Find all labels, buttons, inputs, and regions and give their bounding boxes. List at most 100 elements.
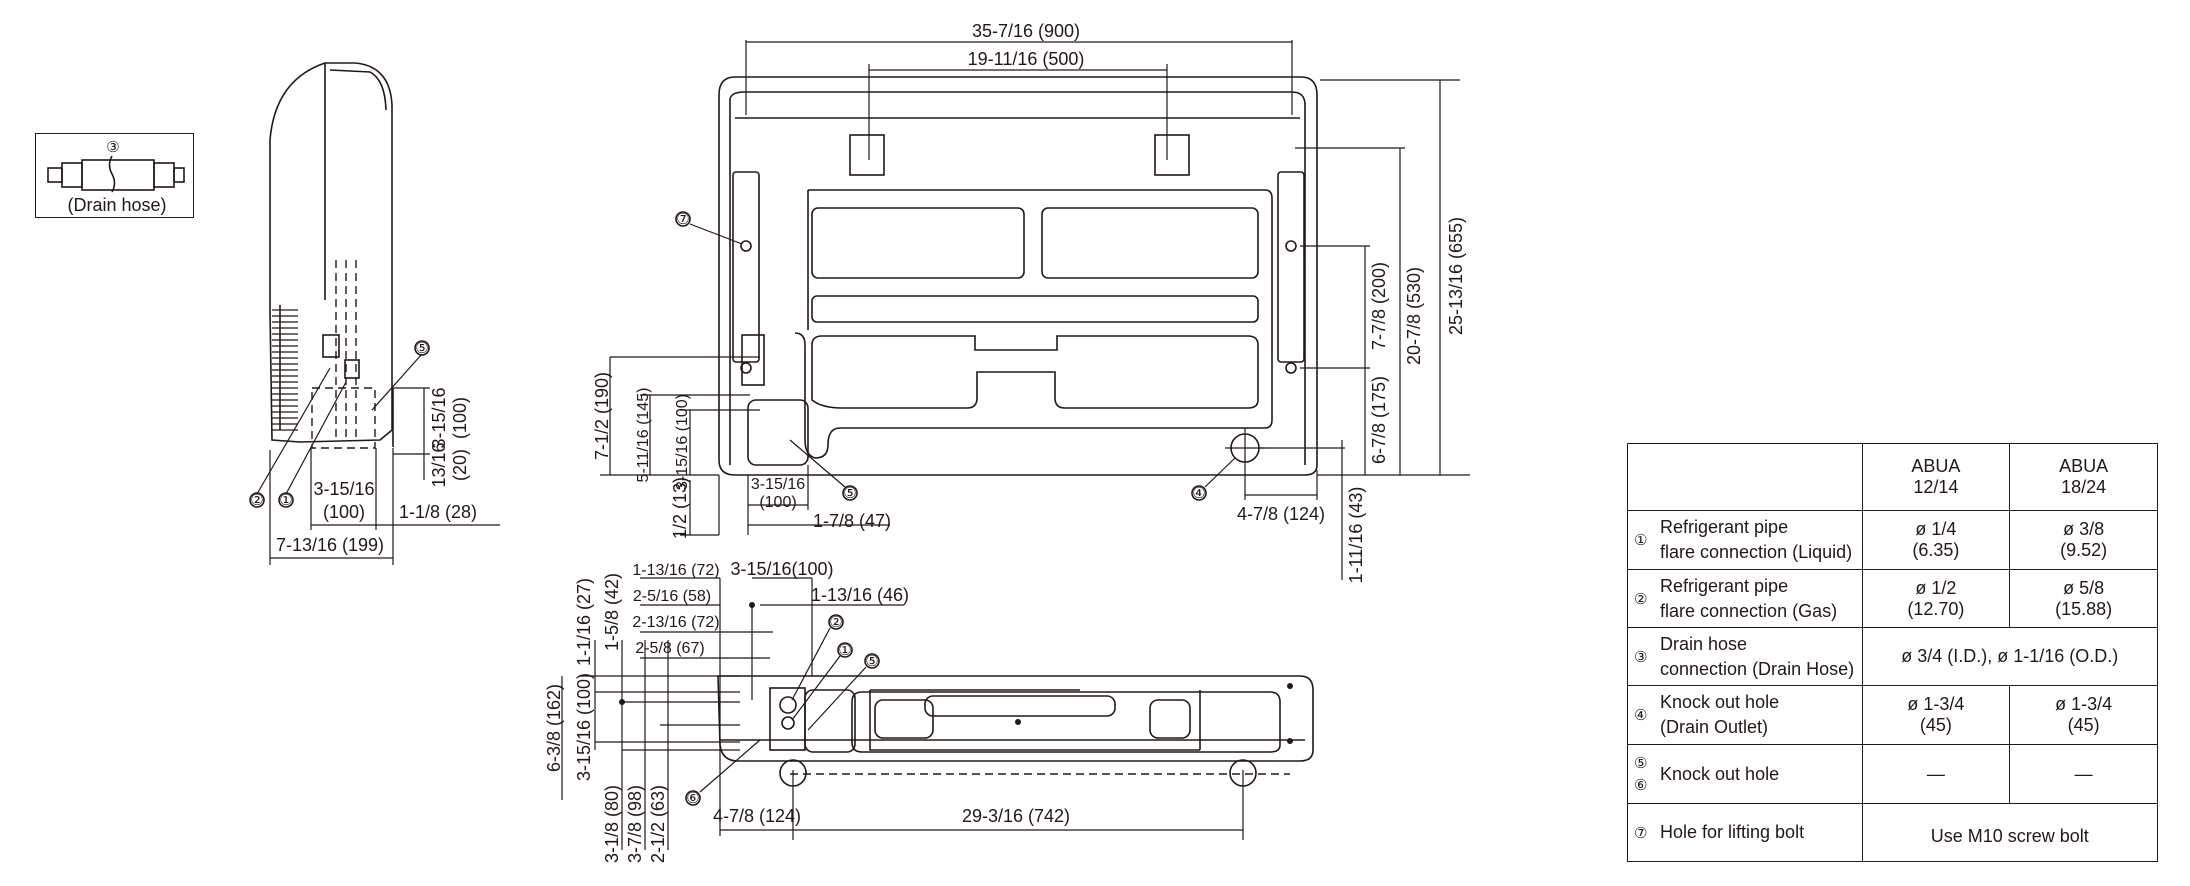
bottom-dim-h0: 1-13/16 (72) — [632, 562, 719, 579]
row-label-line: flare connection (Liquid) — [1660, 542, 1853, 562]
side-height-upper: 3-15/16 — [429, 387, 449, 448]
value-cell: ø 1/4(6.35) — [1861, 510, 2011, 570]
table-row: ③ Drain hose connection (Drain Hose) ø 3/4… — [1627, 627, 2159, 686]
bottom-dim-h2: 2-5/16 (58) — [633, 588, 711, 605]
row-label-line: Refrigerant pipe — [1660, 517, 1789, 537]
side-marker-5: ⑤ — [415, 339, 428, 357]
header-empty-cell — [1627, 443, 1863, 511]
bottom-marker-6: ⑥ — [686, 789, 699, 807]
lift-hole-marker: ⑦ — [676, 210, 689, 228]
drain-hose-accessory-box — [35, 133, 194, 218]
value-cell: ø 1-3/4(45) — [2009, 685, 2158, 745]
side-box-width-mm: (100) — [323, 502, 365, 522]
bottom-dim-h4: 2-13/16 (72) — [632, 614, 719, 631]
row-marker: ⑥ — [1634, 776, 1648, 794]
front-box-width: 3-15/16 — [751, 476, 805, 493]
front-right-dim-175: 6-7/8 (175) — [1369, 376, 1389, 464]
value-cell: ø 5/8(15.88) — [2009, 569, 2158, 628]
table-row: ④Knock out hole(Drain Outlet) ø 1-3/4(45… — [1627, 685, 2158, 745]
drain-hose-icon: ③ (Drain hose) — [47, 138, 185, 215]
bolt-spacing-dim: 19-11/16 (500) — [968, 49, 1085, 69]
side-height-upper-mm: (100) — [450, 397, 470, 439]
front-left-dim-100: 3-15/16 (100) — [674, 394, 691, 490]
row-label-line: Knock out hole — [1660, 692, 1780, 712]
row-marker: ④ — [1634, 706, 1648, 724]
side-depth-dim: 7-13/16 (199) — [276, 535, 384, 555]
header-line: 12/14 — [1913, 477, 1959, 497]
front-right-dim-530: 20-7/8 (530) — [1404, 267, 1424, 365]
value-line: ø 1-3/4 — [1907, 694, 1965, 714]
row-label-line: Drain hose — [1660, 633, 1748, 654]
bottom-dim-v-100: 3-15/16 (100) — [574, 673, 594, 781]
front-left-dim-145: 5-11/16 (145) — [635, 388, 652, 483]
row-label-line: Refrigerant pipe — [1660, 575, 1789, 596]
value-cell: ø 1-3/4(45) — [1861, 685, 2011, 745]
value-cell: ø 1/2(12.70) — [1861, 569, 2011, 628]
bottom-drain-spacing-dim: 29-3/16 (742) — [962, 806, 1070, 826]
front-right-dim-655: 25-13/16 (655) — [1446, 217, 1466, 335]
header-line: 18/24 — [2061, 477, 2107, 497]
bottom-dim-v-80: 3-1/8 (80) — [602, 785, 622, 863]
value-line: (15.88) — [2055, 598, 2113, 619]
side-grille — [272, 309, 298, 431]
bottom-marker-1: ① — [838, 641, 851, 659]
drain-hose-label: (Drain hose) — [67, 195, 166, 215]
bottom-dim-v-42: 1-5/8 (42) — [602, 573, 622, 651]
value-line: (45) — [2067, 715, 2100, 735]
row-label: ③ Drain hose connection (Drain Hose) — [1627, 627, 1863, 686]
front-view: 35-7/16 (900) 19-11/16 (500) 7-1/2 (190)… — [592, 21, 1470, 583]
front-box-width-mm: (100) — [759, 494, 796, 511]
row-label-line: Knock out hole — [1660, 763, 1780, 784]
side-view: ② ① ⑤ 3-15/16 (100) 13/16 (20) 3-15/16 (… — [249, 62, 500, 565]
overall-width-dim: 35-7/16 (900) — [972, 21, 1080, 41]
front-drain-offset-dim: 4-7/8 (124) — [1237, 504, 1325, 524]
drain-hose-marker: ③ — [106, 138, 119, 156]
bottom-dim-v-27: 1-1/16 (27) — [574, 578, 594, 666]
row-label-line: connection (Drain Hose) — [1660, 658, 1855, 679]
side-box-width: 3-15/16 — [313, 479, 374, 499]
value-line: ø 1/4 — [1915, 519, 1957, 539]
value-line: (12.70) — [1907, 598, 1965, 619]
value-line: (6.35) — [1912, 540, 1960, 560]
bottom-dim-h1: 3-15/16(100) — [730, 559, 833, 579]
merged-value-cell: ø 3/4 (I.D.), ø 1-1/16 (O.D.) — [1861, 627, 2159, 686]
side-height-lower: 13/16 — [429, 442, 449, 487]
row-marker: ⑦ — [1634, 823, 1648, 842]
bottom-marker-5: ⑤ — [865, 652, 878, 670]
front-right-dim-200: 7-7/8 (200) — [1369, 262, 1389, 350]
value-line: (45) — [1919, 715, 1952, 735]
bottom-dim-h3: 1-13/16 (46) — [811, 585, 909, 605]
bottom-marker-2: ② — [829, 613, 842, 631]
lifting-bolt-holes — [740, 240, 1297, 374]
row-marker: ③ — [1634, 647, 1648, 666]
front-right-dim-43: 1-11/16 (43) — [1346, 487, 1366, 584]
value-line: (9.52) — [2060, 540, 2108, 560]
front-left-dim-13: 1/2 (13) — [670, 477, 690, 539]
side-marker-1: ① — [279, 491, 292, 509]
bottom-drain-offset-dim: 4-7/8 (124) — [713, 806, 801, 826]
knock-out-marker: ⑤ — [843, 484, 856, 502]
value-cell: ø 3/8(9.52) — [2009, 510, 2158, 570]
value-line: ø 3/8 — [2063, 519, 2105, 539]
row-label-line: flare connection (Gas) — [1660, 600, 1838, 621]
front-left-dim-190: 7-1/2 (190) — [592, 372, 612, 460]
value-cell: — — [1861, 744, 2011, 804]
side-marker-2: ② — [250, 491, 263, 509]
value-line: ø 1/2 — [1915, 577, 1957, 598]
bottom-dim-v-63: 2-1/2 (63) — [648, 785, 668, 863]
row-label: ④ Knock out hole (Drain Outlet) — [1627, 685, 1863, 745]
row-label-line: (Drain Outlet) — [1660, 717, 1769, 737]
